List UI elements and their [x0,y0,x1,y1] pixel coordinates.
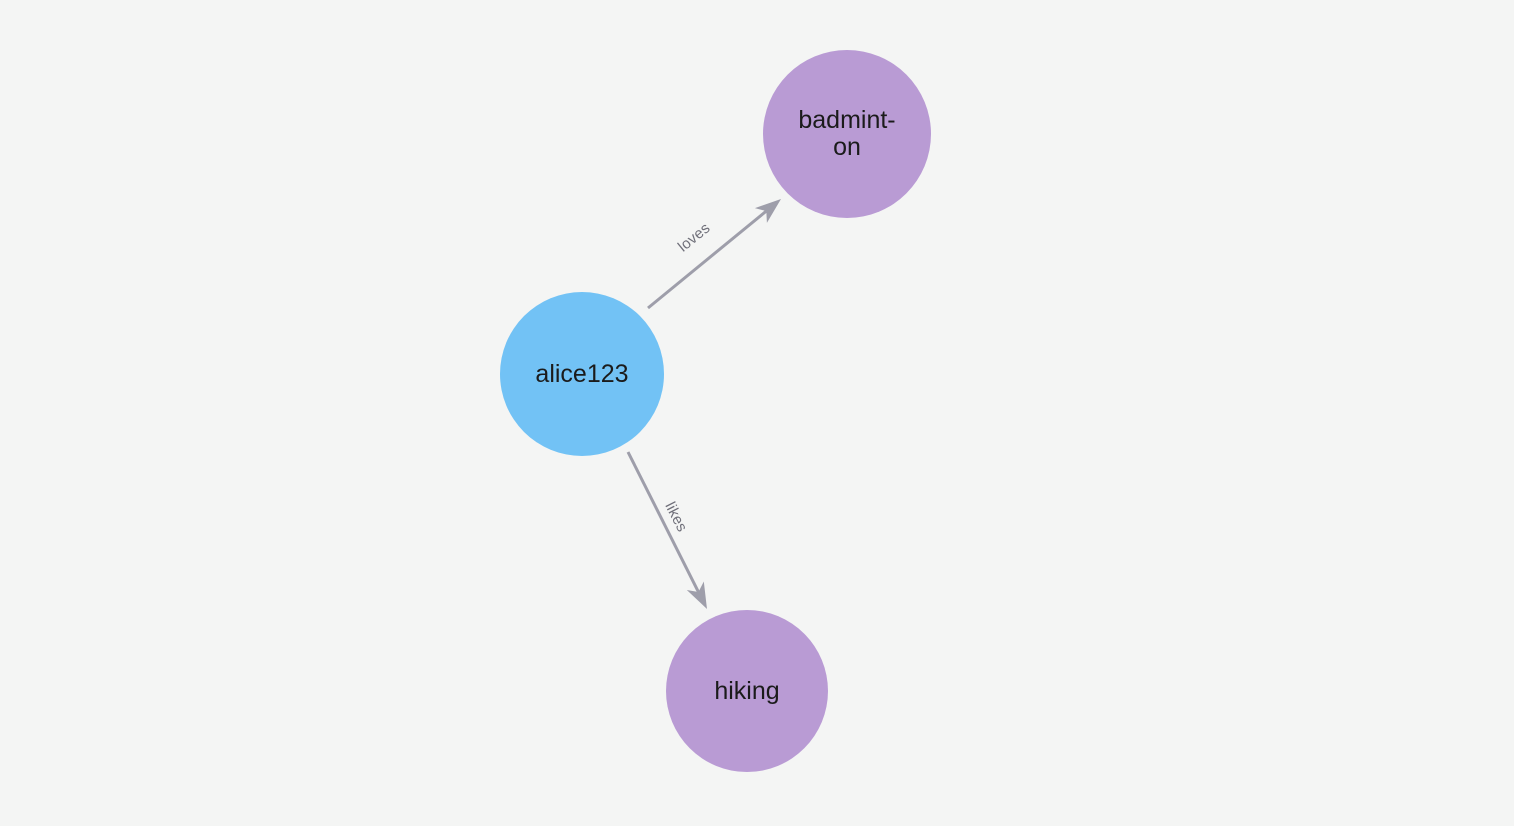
edge-label: loves [675,220,714,256]
graph-node-label: alice123 [535,359,629,388]
edge-line[interactable] [626,451,700,593]
graph-node-hiking[interactable]: hiking [666,610,828,772]
graph-node-alice123[interactable]: alice123 [500,292,664,456]
edge-alice123-likes-hiking[interactable]: likes [626,451,707,609]
graph-node-badminton[interactable]: badmint- on [763,50,931,218]
arrowhead-icon [686,581,707,609]
edge-alice123-loves-badminton[interactable]: loves [647,199,781,310]
graph-node-label: badmint- on [798,106,896,161]
arrowhead-icon [754,199,781,223]
graph-node-label: hiking [714,676,780,705]
edge-line[interactable] [647,209,768,310]
